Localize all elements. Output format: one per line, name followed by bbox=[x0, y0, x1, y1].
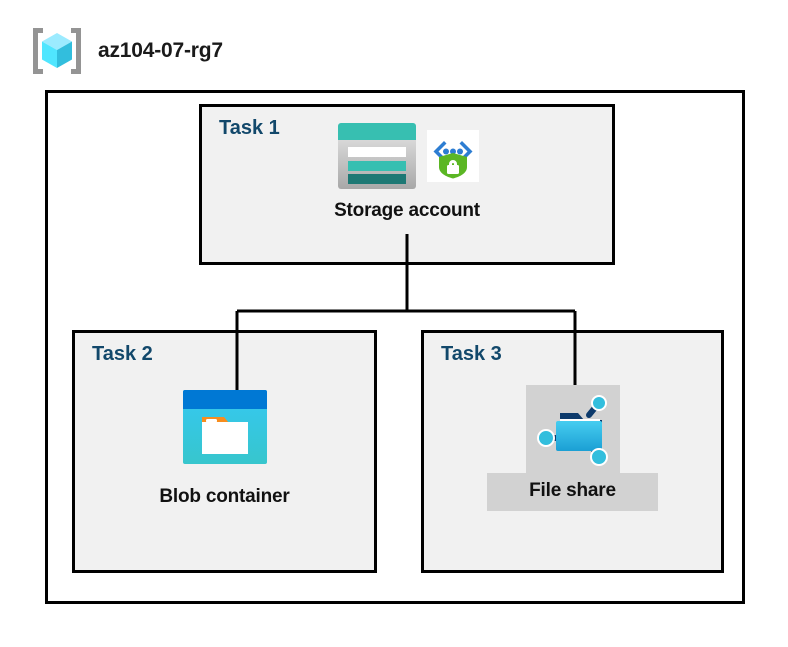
task-3-label: Task 3 bbox=[441, 343, 502, 365]
storage-account-icon-group bbox=[335, 118, 479, 194]
file-share-icon-highlight bbox=[525, 385, 620, 473]
task-2-label: Task 2 bbox=[92, 343, 153, 365]
resource-group-icon bbox=[33, 28, 81, 74]
storage-account-node[interactable]: Storage account bbox=[199, 118, 615, 222]
resource-group-title: az104-07-rg7 bbox=[98, 39, 223, 62]
blob-container-node[interactable]: Blob container bbox=[72, 388, 377, 508]
task-1-label: Task 1 bbox=[219, 117, 280, 139]
resource-group-header: az104-07-rg7 bbox=[30, 26, 223, 76]
blob-container-caption: Blob container bbox=[159, 486, 290, 507]
secure-endpoint-shield-icon bbox=[427, 130, 479, 182]
file-share-icon bbox=[536, 395, 608, 466]
file-share-node[interactable]: File share bbox=[421, 385, 724, 511]
storage-account-caption: Storage account bbox=[334, 200, 480, 221]
file-share-caption: File share bbox=[487, 473, 658, 511]
storage-account-icon bbox=[338, 123, 416, 189]
blob-container-icon bbox=[182, 390, 267, 464]
